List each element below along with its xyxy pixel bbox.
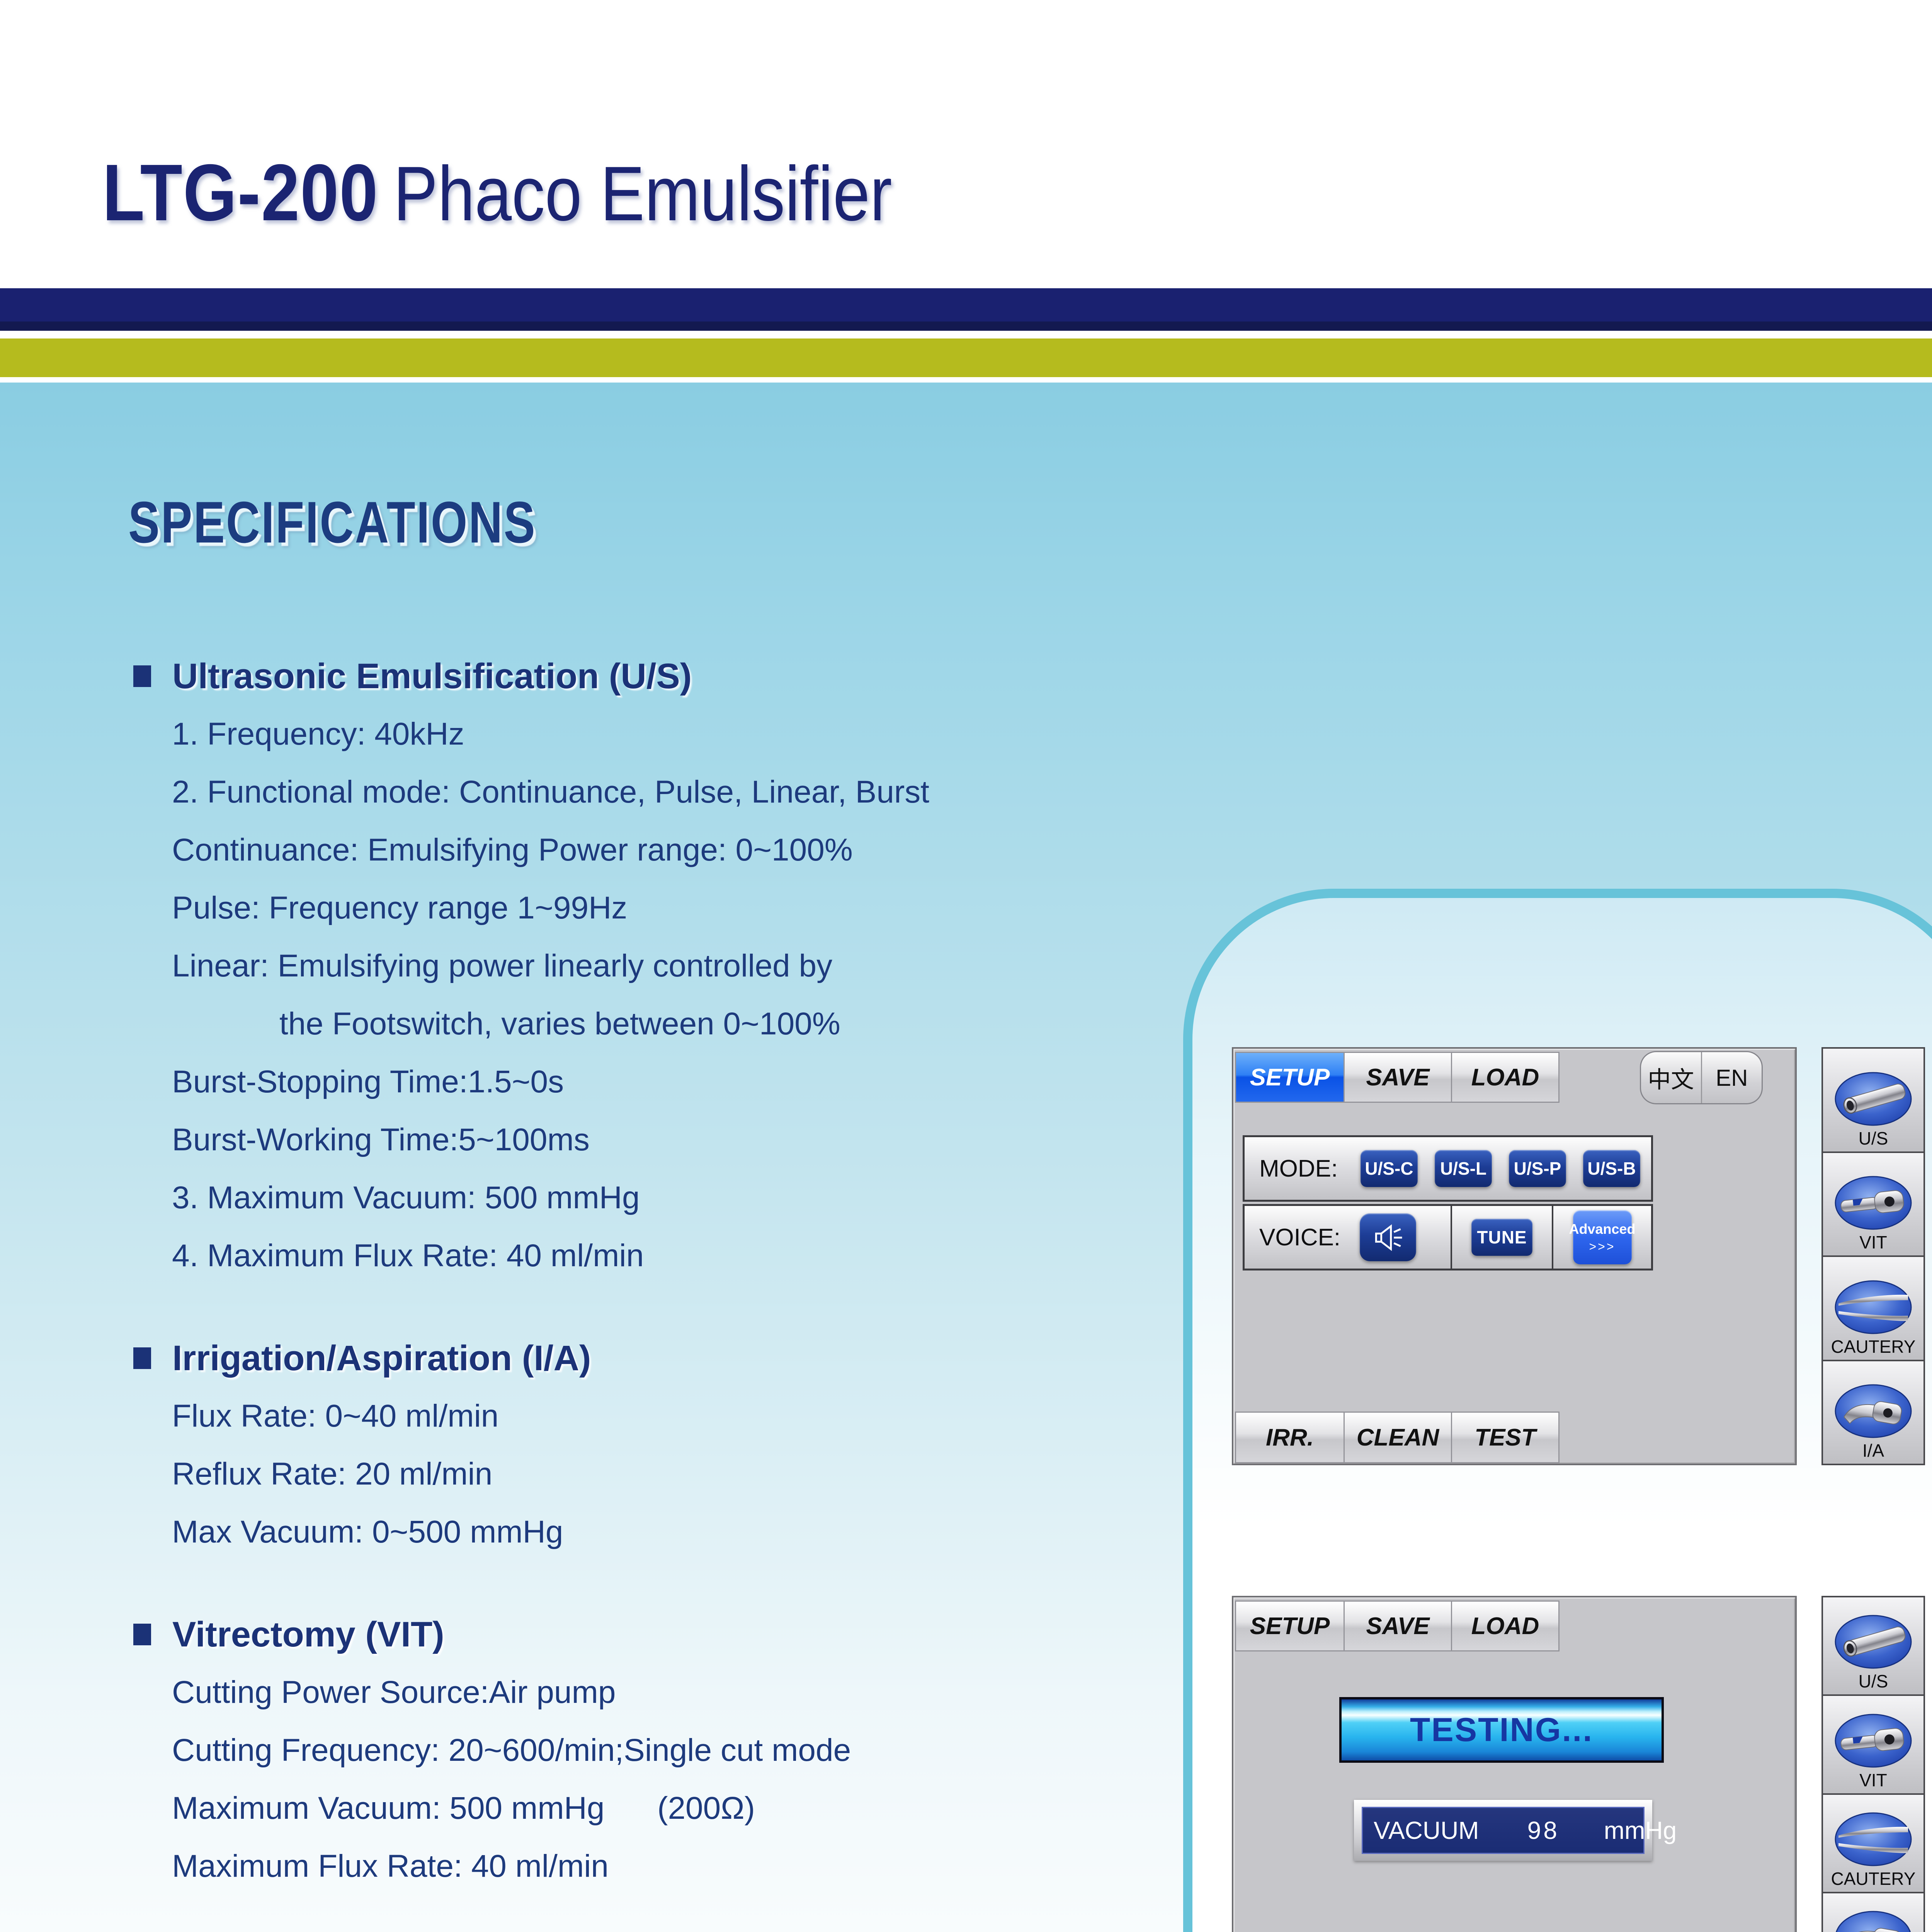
test-button[interactable]: TEST [1451, 1413, 1558, 1462]
ia-tile[interactable]: I/A [1821, 1891, 1925, 1932]
tile-label: CAUTERY [1831, 1336, 1916, 1357]
lang-english-button[interactable]: EN [1701, 1052, 1762, 1103]
voice-mute-button[interactable] [1360, 1213, 1416, 1261]
mode-usp-button[interactable]: U/S-P [1509, 1150, 1566, 1187]
spec-line: Continuance: Emulsifying Power range: 0~… [172, 832, 853, 867]
section-ultrasonic: Ultrasonic Emulsification (U/S) 1. Frequ… [133, 647, 929, 1285]
mode-usl-button[interactable]: U/S-L [1435, 1150, 1492, 1187]
vacuum-readout-frame: VACUUM 98 mmHg [1354, 1800, 1677, 1861]
tab-setup[interactable]: SETUP [1236, 1602, 1344, 1650]
ia-handpiece-icon [1832, 1382, 1914, 1440]
irr-button[interactable]: IRR. [1236, 1413, 1344, 1462]
tile-label: I/A [1862, 1440, 1884, 1461]
vacuum-unit: mmHg [1604, 1816, 1677, 1844]
ia-handpiece-icon [1832, 1908, 1914, 1932]
product-model: LTG-200 [102, 148, 379, 238]
section-bullet-icon [133, 1624, 151, 1645]
vit-cutter-icon [1832, 1711, 1914, 1770]
section-vitrectomy: Vitrectomy (VIT) Cutting Power Source:Ai… [133, 1605, 851, 1895]
section-irrigation: Irrigation/Aspiration (I/A) Flux Rate: 0… [133, 1329, 591, 1561]
mode-label: MODE: [1259, 1155, 1338, 1182]
vacuum-label: VACUUM [1374, 1816, 1479, 1844]
navy-divider-band [0, 288, 1932, 331]
tab-load[interactable]: LOAD [1451, 1053, 1558, 1102]
spec-line: Burst-Stopping Time:1.5~0s [172, 1064, 564, 1099]
spec-line: 2. Functional mode: Continuance, Pulse, … [172, 774, 930, 810]
spec-line: Flux Rate: 0~40 ml/min [172, 1398, 499, 1434]
vit-tile[interactable]: VIT [1821, 1694, 1925, 1795]
tile-label: U/S [1858, 1128, 1888, 1148]
handpiece-icon-column: U/S VIT [1821, 1047, 1925, 1465]
spec-line: Pulse: Frequency range 1~99Hz [172, 890, 628, 925]
spec-line: Cutting Frequency: 20~600/min;Single cut… [172, 1733, 851, 1768]
settings-panel: MODE: U/S-C U/S-L U/S-P U/S-B VOICE: [1243, 1135, 1653, 1270]
specifications-heading: SPECIFICATIONS [128, 490, 536, 555]
screen-panel [1232, 1596, 1797, 1932]
spec-line: Maximum Vacuum: 500 mmHg (200Ω) [172, 1791, 755, 1826]
mode-row: MODE: U/S-C U/S-L U/S-P U/S-B [1243, 1135, 1653, 1202]
tile-label: CAUTERY [1831, 1868, 1916, 1889]
voice-row: VOICE: TUNE [1243, 1204, 1653, 1270]
vacuum-value: 98 [1527, 1816, 1560, 1844]
clean-button[interactable]: CLEAN [1344, 1413, 1451, 1462]
tune-button[interactable]: TUNE [1471, 1219, 1532, 1256]
lang-chinese-button[interactable]: 中文 [1648, 1066, 1694, 1093]
tab-save[interactable]: SAVE [1344, 1602, 1451, 1650]
testing-status-display: TESTING... [1339, 1697, 1664, 1763]
product-name: Phaco Emulsifier [393, 151, 892, 237]
section-title: Ultrasonic Emulsification (U/S) [172, 656, 692, 696]
olive-divider-band [0, 338, 1932, 377]
section-title: Irrigation/Aspiration (I/A) [172, 1338, 591, 1378]
tab-load[interactable]: LOAD [1451, 1602, 1558, 1650]
cautery-forceps-icon [1832, 1810, 1914, 1869]
handpiece-icon-column: U/S VIT [1821, 1596, 1925, 1932]
us-tile[interactable]: U/S [1821, 1047, 1925, 1153]
voice-label: VOICE: [1259, 1224, 1341, 1251]
chevrons-right-icon: >>> [1589, 1239, 1616, 1253]
spec-line: Linear: Emulsifying power linearly contr… [172, 948, 833, 983]
vit-tile[interactable]: VIT [1821, 1151, 1925, 1257]
cautery-tile[interactable]: CAUTERY [1821, 1793, 1925, 1893]
section-bullet-icon [133, 665, 151, 687]
us-handpiece-icon [1832, 1612, 1914, 1671]
mode-usc-button[interactable]: U/S-C [1361, 1150, 1418, 1187]
bottom-button-bar: IRR. CLEAN TEST [1235, 1412, 1560, 1463]
spec-line: Reflux Rate: 20 ml/min [172, 1456, 493, 1492]
spec-line: Maximum Flux Rate: 40 ml/min [172, 1849, 609, 1884]
section-bullet-icon [133, 1347, 151, 1369]
ia-tile[interactable]: I/A [1821, 1359, 1925, 1465]
device-screen-testing: SETUP SAVE LOAD TESTING... VACUUM 98 mmH… [1232, 1596, 1925, 1932]
section-title: Vitrectomy (VIT) [172, 1614, 444, 1654]
tile-label: U/S [1858, 1671, 1888, 1692]
advanced-button[interactable]: Advanced >>> [1569, 1210, 1636, 1264]
spec-line: 1. Frequency: 40kHz [172, 716, 464, 752]
spec-line: the Footswitch, varies between 0~100% [279, 1006, 840, 1041]
cautery-tile[interactable]: CAUTERY [1821, 1255, 1925, 1361]
tab-setup[interactable]: SETUP [1236, 1053, 1344, 1102]
spec-line: Cutting Power Source:Air pump [172, 1675, 616, 1710]
speaker-icon [1375, 1224, 1402, 1251]
tab-bar: SETUP SAVE LOAD [1235, 1600, 1560, 1651]
cautery-forceps-icon [1832, 1278, 1914, 1337]
spec-line: Max Vacuum: 0~500 mmHg [172, 1514, 563, 1549]
tile-label: VIT [1859, 1232, 1887, 1252]
spec-line: 4. Maximum Flux Rate: 40 ml/min [172, 1238, 644, 1273]
vacuum-readout: VACUUM 98 mmHg [1362, 1807, 1677, 1854]
language-toggle: 中文 EN [1640, 1051, 1763, 1104]
vit-cutter-icon [1832, 1173, 1914, 1232]
tile-label: VIT [1859, 1770, 1887, 1790]
us-handpiece-icon [1832, 1070, 1914, 1128]
spec-line: Burst-Working Time:5~100ms [172, 1122, 590, 1157]
device-screen-setup: SETUP SAVE LOAD 中文 EN MODE: U/S-C U/S-L … [1232, 1047, 1925, 1465]
advanced-button-label: Advanced [1569, 1221, 1636, 1237]
tab-save[interactable]: SAVE [1344, 1053, 1451, 1102]
mode-usb-button[interactable]: U/S-B [1583, 1150, 1640, 1187]
us-tile[interactable]: U/S [1821, 1596, 1925, 1696]
tab-bar: SETUP SAVE LOAD [1235, 1052, 1560, 1103]
spec-line: 3. Maximum Vacuum: 500 mmHg [172, 1180, 640, 1215]
